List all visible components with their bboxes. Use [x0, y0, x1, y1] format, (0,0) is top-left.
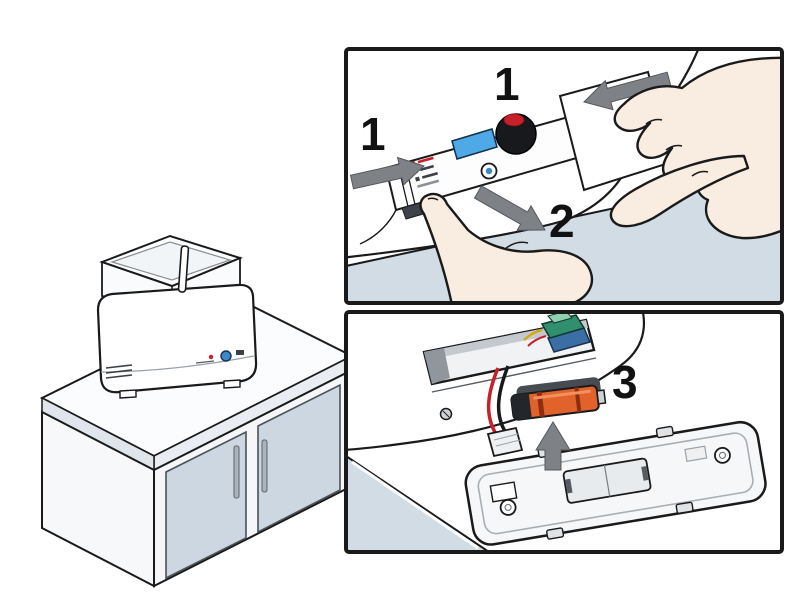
step-2-label: 2	[549, 195, 575, 247]
appliance-body	[96, 283, 258, 394]
mounting-rail-line	[431, 357, 597, 393]
step-3-label: 3	[612, 356, 638, 408]
cabinet-door-left	[165, 430, 247, 580]
right-hand-crease-lines	[645, 118, 709, 177]
left-hand-shape	[419, 192, 594, 301]
tray-clip-bottom-1	[546, 527, 565, 540]
panel2-counter-edge	[348, 456, 488, 550]
arrow-down-right-step2-icon	[473, 185, 546, 231]
wire-red	[486, 367, 500, 435]
round-button-center	[485, 167, 493, 175]
tray-inner-rim	[477, 432, 754, 535]
mini-display	[236, 350, 244, 355]
right-thumb	[609, 154, 750, 228]
vent-slots	[105, 364, 133, 379]
bay-contact-left	[565, 478, 573, 494]
cabinet	[39, 298, 355, 588]
right-hand-shape	[613, 56, 780, 240]
step-1-side-label: 1	[360, 108, 386, 160]
battery-tip-positive	[596, 389, 607, 405]
appliance-foot-left	[119, 389, 137, 399]
connector-top-tab	[547, 314, 573, 324]
connector-wire-red	[527, 335, 547, 347]
door-handle-right	[261, 439, 268, 493]
panel-gap-curve	[359, 209, 397, 245]
connector-wire-yellow	[523, 328, 543, 341]
plug-body	[486, 426, 524, 458]
mini-indicator-icon	[208, 354, 214, 360]
slot-dark-end	[424, 348, 450, 384]
wire-black	[496, 365, 510, 434]
wire-connector	[523, 314, 592, 353]
temperature-probe	[177, 245, 190, 293]
right-hand	[609, 56, 780, 240]
left-hand	[419, 192, 594, 301]
mini-knob-icon	[220, 350, 232, 362]
panel-1-border	[344, 47, 784, 305]
arrow-right-step1-side-icon	[349, 156, 425, 190]
lcd-display	[451, 128, 498, 160]
bolt-slot-line	[442, 410, 450, 418]
battery-cap-negative	[511, 393, 532, 420]
appliance-unit	[96, 234, 258, 399]
appliance-foot-right	[223, 379, 241, 389]
step-1-top-label: 1	[494, 58, 520, 110]
arrow-up-step3-icon	[535, 421, 571, 471]
panel-step-1-2: 1 1 2	[344, 47, 784, 305]
wire-plug	[486, 426, 524, 458]
panel-2-border	[344, 310, 784, 554]
mini-label-line	[195, 360, 215, 364]
bay-divider	[603, 464, 611, 497]
tray-detail	[684, 445, 708, 462]
battery	[510, 377, 607, 421]
screw-boss-right	[714, 446, 731, 464]
bay-contact-right	[641, 466, 649, 481]
appliance-controls	[195, 350, 244, 364]
panel-step-3: 3	[344, 310, 784, 554]
tray-cutout	[489, 481, 518, 503]
tray-clip-top-2	[655, 425, 674, 439]
kitchen-scene	[39, 234, 355, 588]
knob-red-cap	[503, 113, 525, 127]
tray-clip-bottom-2	[675, 501, 694, 514]
door-handle-left	[233, 445, 240, 499]
left-hand-knuckle-lines	[427, 197, 529, 250]
battery-highlight	[533, 389, 591, 400]
tub-rim-inner	[109, 241, 233, 281]
cabinet-door-right	[257, 383, 341, 534]
panel2-counter-highlight	[351, 460, 479, 550]
